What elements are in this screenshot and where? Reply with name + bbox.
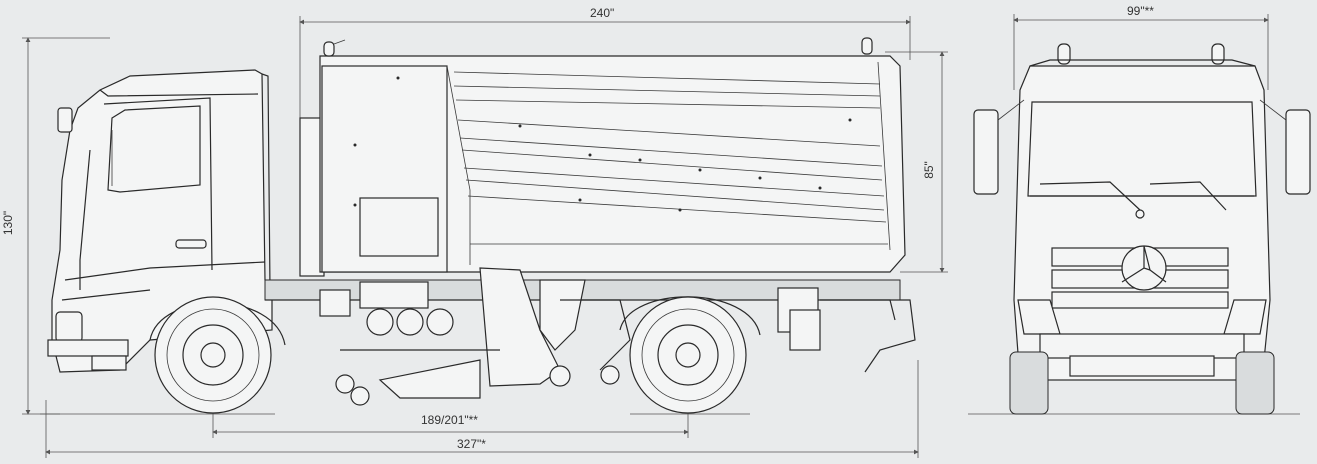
- dimension-label-length: 240": [590, 6, 615, 20]
- front-view-truck: [973, 43, 1311, 415]
- dimension-label-height: 130": [1, 210, 16, 236]
- dimension-label-wheelbase: 189/201"**: [421, 413, 478, 427]
- side-view-truck: [47, 37, 916, 414]
- dimension-label-total-length: 327"*: [457, 437, 486, 451]
- dimension-label-body-height: 85": [921, 161, 936, 179]
- rear-wheel: [619, 296, 761, 414]
- front-wheel: [149, 296, 286, 414]
- dimension-label-front-width: 99"**: [1127, 4, 1154, 18]
